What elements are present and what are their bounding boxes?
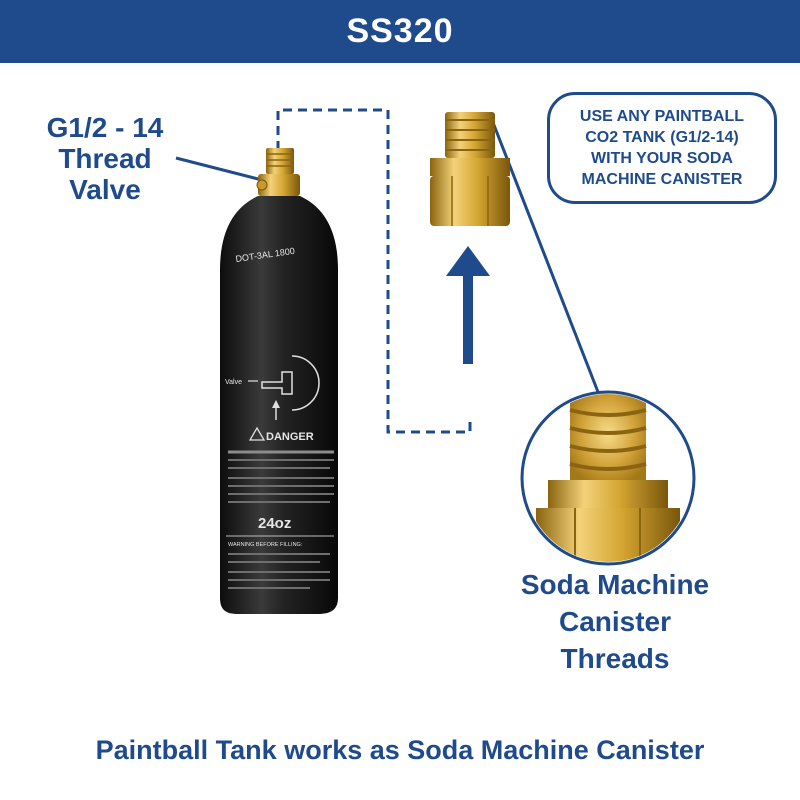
valve-label-line-3: Valve [69, 174, 141, 205]
valve-label-line-2: Thread [58, 143, 152, 174]
valve-pointer-line [175, 156, 263, 182]
svg-text:Valve: Valve [225, 379, 242, 386]
tank-size-text: 24oz [258, 515, 291, 532]
paintball-tank: DOT-3AL 1800 Valve DANGER 24oz WARNING B… [220, 148, 338, 614]
threads-label-line-1: Soda Machine [520, 569, 710, 600]
note-line-4: MACHINE CANISTER [581, 171, 743, 188]
note-line-1: USE ANY PAINTBALL [579, 108, 745, 125]
tank-danger-text: DANGER [266, 431, 314, 443]
tank-warning-text: WARNING BEFORE FILLING: [228, 542, 303, 548]
note-line-3: WITH YOUR SODA [591, 150, 733, 167]
header-bar: SS320 [0, 0, 800, 63]
threads-label-line-2: Canister [558, 606, 672, 637]
valve-thread [266, 148, 294, 174]
up-arrow-icon [446, 246, 490, 364]
valve-label-line-1: G1/2 - 14 [46, 112, 164, 143]
tank-body [220, 196, 338, 614]
page-title: SS320 [346, 12, 454, 50]
dashed-connector [276, 108, 472, 434]
footer-caption: Paintball Tank works as Soda Machine Can… [95, 735, 705, 765]
threads-label-line-3: Threads [560, 643, 670, 674]
threads-label: Soda Machine Canister Threads [490, 566, 740, 677]
note-callout: USE ANY PAINTBALL CO2 TANK (G1/2-14) WIT… [547, 92, 777, 204]
note-line-2: CO2 TANK (G1/2-14) [585, 129, 739, 146]
brass-adapter [430, 112, 510, 226]
valve-body [258, 174, 300, 196]
thread-zoom-circle [520, 390, 696, 566]
valve-label: G1/2 - 14 Thread Valve [40, 112, 170, 205]
